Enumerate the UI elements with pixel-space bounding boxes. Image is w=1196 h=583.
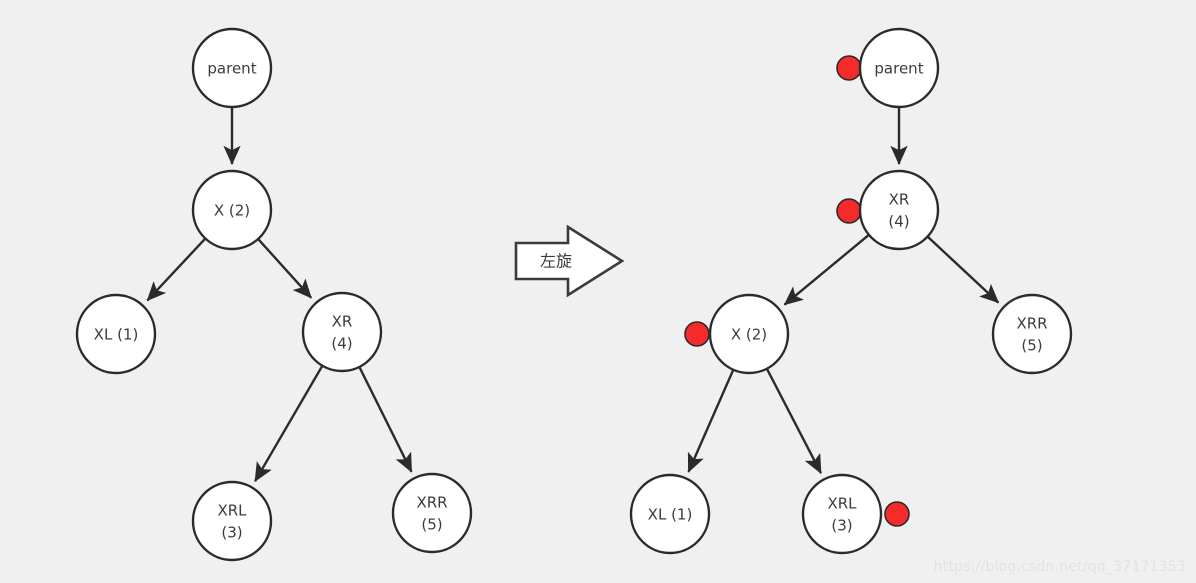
node-label-primary: XR — [332, 313, 353, 331]
node-circle — [801, 473, 883, 555]
node-circle — [629, 473, 711, 555]
node-label-primary: XRL — [827, 495, 857, 513]
tree-edge-after-xr-to-xrr — [925, 235, 1000, 304]
tree-edge-before-xr-to-xrr — [357, 365, 413, 473]
node-label-secondary: (4) — [331, 335, 352, 353]
block-arrow-shape — [514, 224, 625, 298]
tree-node-before-xrr[interactable]: XRR (5) — [391, 472, 473, 554]
node-circle — [858, 27, 940, 109]
node-label-primary: XRR — [416, 494, 447, 512]
tree-edge-before-x-to-xr — [256, 237, 313, 299]
node-label-primary: XRR — [1016, 315, 1047, 333]
tree-node-after-parent[interactable]: parent — [836, 27, 940, 109]
tree-node-before-x[interactable]: X (2) — [191, 169, 273, 251]
node-circle — [391, 472, 473, 554]
node-label-primary: XL (1) — [648, 506, 693, 524]
tree-node-before-parent[interactable]: parent — [191, 27, 273, 109]
watermark: https://blog.csdn.net/qq_37171353 — [933, 559, 1186, 575]
tree-edge-after-x-to-xl — [687, 368, 735, 473]
tree-node-after-xrl[interactable]: XRL (3) — [801, 473, 910, 555]
node-label-secondary: (4) — [888, 213, 909, 231]
node-label-primary: X (2) — [731, 326, 767, 344]
red-marker-icon — [684, 321, 710, 347]
node-label-primary: parent — [874, 60, 923, 78]
tree-node-after-xl[interactable]: XL (1) — [629, 473, 711, 555]
nodes-layer: parent X (2) XL (1) XR (4) XRL (3) XRR (5) parent… — [75, 27, 1073, 562]
node-label-primary: XRL — [217, 502, 247, 520]
red-marker-icon — [884, 501, 910, 527]
node-label-primary: XR — [889, 191, 910, 209]
tree-node-before-xrl[interactable]: XRL (3) — [191, 480, 273, 562]
node-circle — [191, 27, 273, 109]
node-circle — [858, 169, 940, 251]
red-marker-icon — [836, 55, 862, 81]
node-label-primary: XL (1) — [94, 326, 139, 344]
edges-layer — [146, 106, 1000, 483]
tree-node-after-xr[interactable]: XR (4) — [836, 169, 940, 251]
tree-edge-before-xr-to-xrl — [254, 364, 324, 483]
node-circle — [75, 293, 157, 375]
tree-edge-after-xr-to-x — [783, 233, 871, 306]
tree-node-after-xrr[interactable]: XRR (5) — [991, 293, 1073, 375]
tree-edge-before-x-to-xl — [146, 236, 207, 302]
node-circle — [301, 291, 383, 373]
node-circle — [991, 293, 1073, 375]
node-label-secondary: (3) — [221, 524, 242, 542]
block-arrow-label: 左旋 — [540, 252, 572, 271]
red-marker-icon — [836, 198, 862, 224]
node-label-secondary: (5) — [1021, 337, 1042, 355]
node-label-primary: X (2) — [214, 202, 250, 220]
tree-node-after-x[interactable]: X (2) — [684, 293, 790, 375]
node-label-primary: parent — [207, 60, 256, 78]
tree-node-before-xr[interactable]: XR (4) — [301, 291, 383, 373]
left-rotate-block-arrow: 左旋 — [514, 224, 625, 298]
node-label-secondary: (3) — [831, 517, 852, 535]
tree-node-before-xl[interactable]: XL (1) — [75, 293, 157, 375]
node-circle — [191, 480, 273, 562]
node-circle — [191, 169, 273, 251]
node-circle — [708, 293, 790, 375]
tree-edge-after-x-to-xrl — [765, 367, 822, 474]
node-label-secondary: (5) — [421, 516, 442, 534]
